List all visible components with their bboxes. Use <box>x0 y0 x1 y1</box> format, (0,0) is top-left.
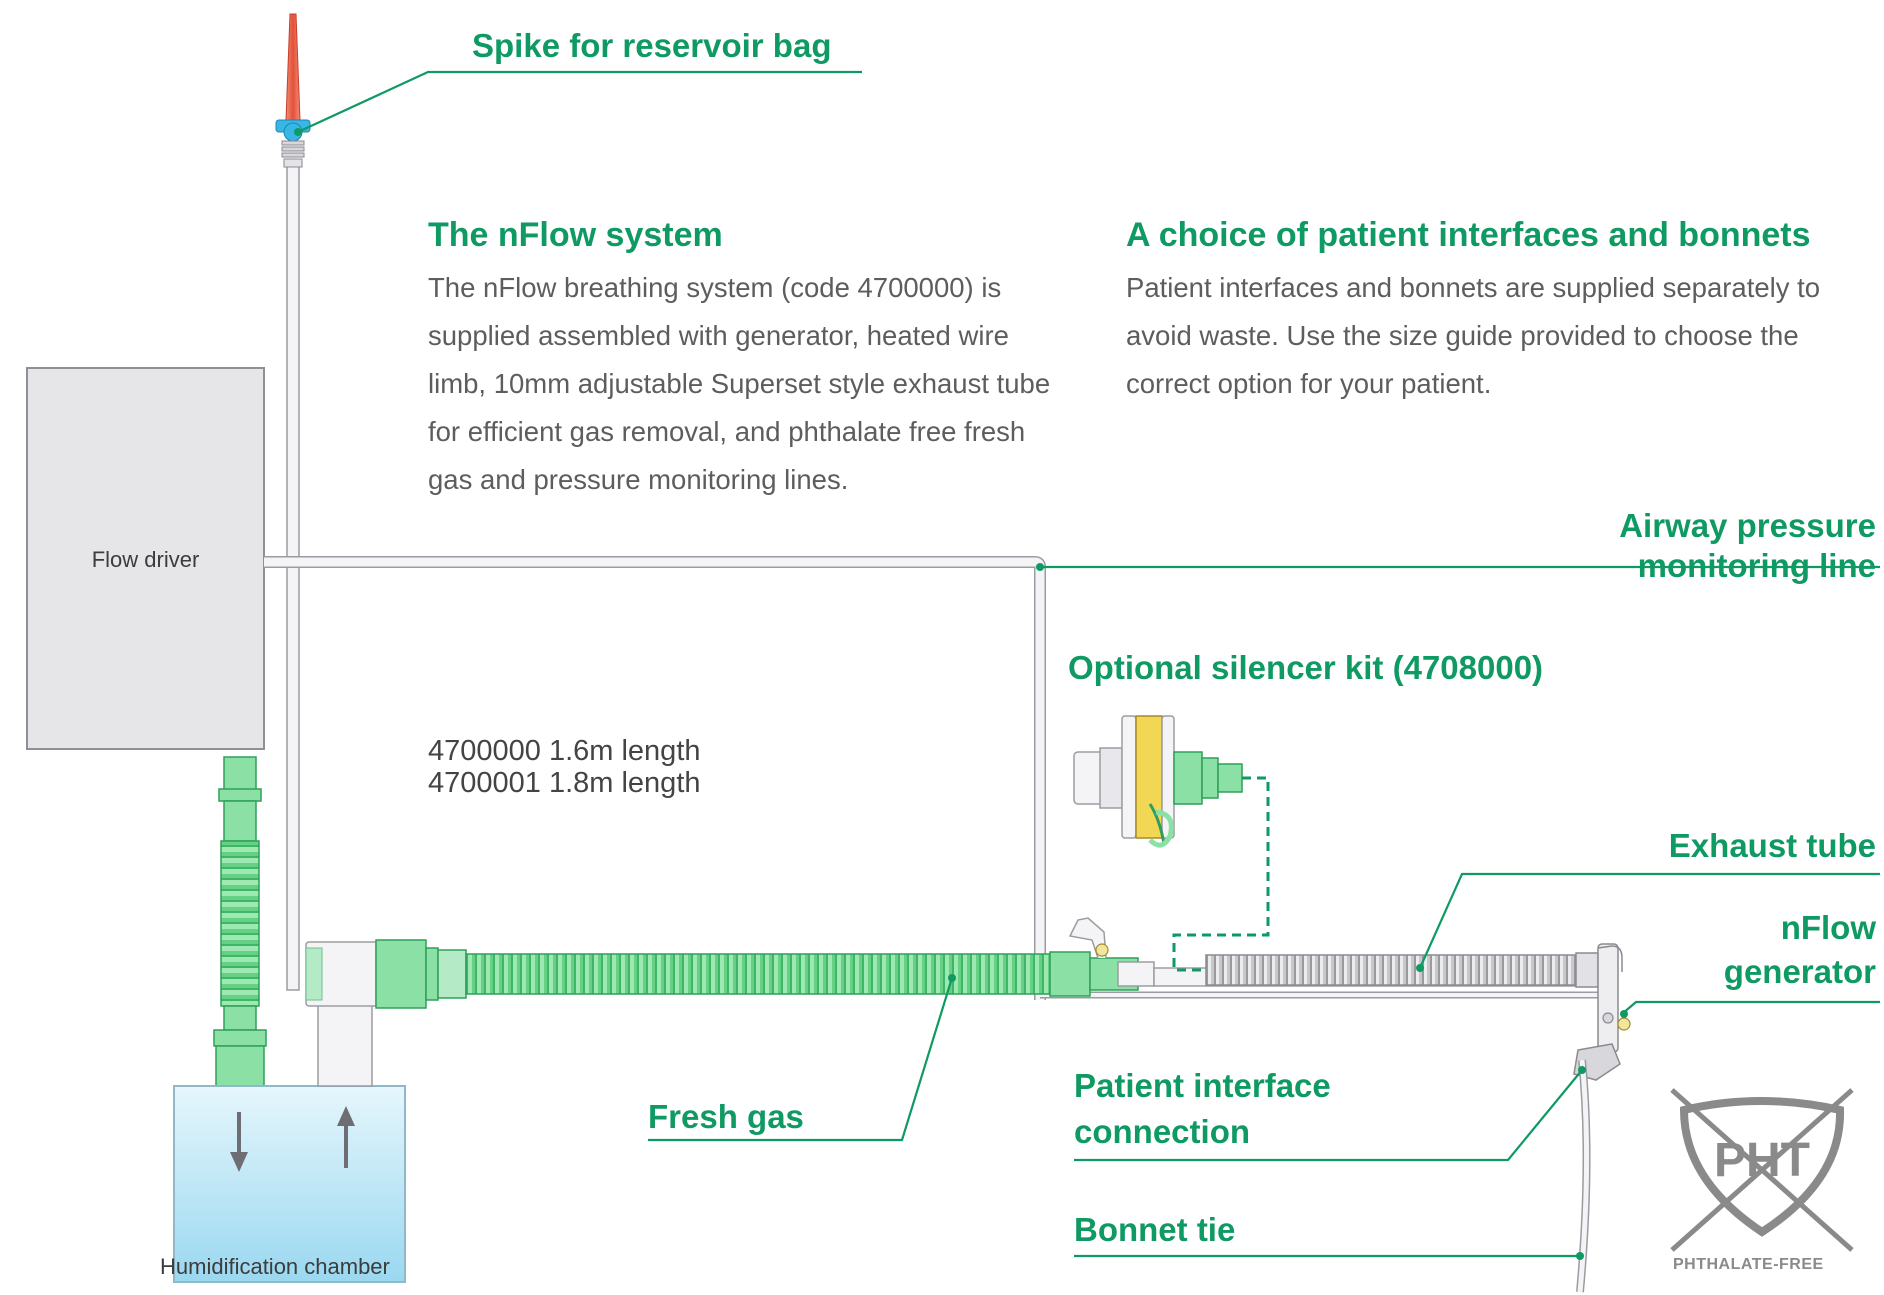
flow-driver-label: Flow driver <box>91 547 200 572</box>
spike-leader <box>297 70 862 133</box>
generator-leader-dot <box>1620 1010 1628 1018</box>
driver-supply-tube <box>213 756 267 1087</box>
length-option-2: 4700001 1.8m length <box>428 767 701 799</box>
length-option-1: 4700000 1.6m length <box>428 735 701 767</box>
exhaust-leader <box>1418 872 1880 969</box>
interfaces-info-body: Patient interfaces and bonnets are suppl… <box>1126 272 1821 399</box>
silencer-dashed-link <box>1172 776 1270 972</box>
chamber-outlet-elbow <box>305 939 439 1087</box>
silencer-kit <box>1073 715 1243 848</box>
humidification-chamber <box>173 1085 406 1283</box>
spike-icon <box>275 13 311 168</box>
fresh-gas-label: Fresh gas <box>648 1098 804 1135</box>
exhaust-tube-label: Exhaust tube <box>1668 827 1876 864</box>
generator-leader <box>1621 1000 1880 1015</box>
fresh-gas-leader-dot <box>948 974 956 982</box>
airway-pressure-label-2: monitoring line <box>1637 547 1876 584</box>
spike-label: Spike for reservoir bag <box>472 27 832 64</box>
phthalate-free-icon: PHT <box>1670 1088 1854 1252</box>
airway-pressure-label-1: Airway pressure <box>1619 507 1876 544</box>
system-info-title: The nFlow system <box>428 216 723 254</box>
humidification-chamber-label: Humidification chamber <box>160 1254 390 1279</box>
interfaces-info-title: A choice of patient interfaces and bonne… <box>1126 216 1811 254</box>
airway-leader-dot <box>1036 563 1044 571</box>
flow-down-arrow-icon <box>230 1112 248 1172</box>
exhaust-tube <box>1205 952 1599 988</box>
spike-leader-dot <box>294 128 302 136</box>
system-info-body: The nFlow breathing system (code 4700000… <box>428 272 1051 495</box>
interface-leader-dot <box>1578 1066 1586 1074</box>
fresh-gas-leader <box>648 977 954 1142</box>
fresh-gas-limb <box>437 949 1091 999</box>
generator-label-1: nFlow <box>1780 909 1876 946</box>
exhaust-leader-dot <box>1416 964 1424 972</box>
silencer-label: Optional silencer kit (4708000) <box>1068 649 1544 686</box>
bonnet-tie-leader-dot <box>1576 1252 1584 1260</box>
leader-lines <box>294 70 1880 1260</box>
reservoir-bag-line <box>286 164 300 991</box>
generator-label-2: generator <box>1723 953 1876 990</box>
bonnet-tie-label: Bonnet tie <box>1074 1211 1236 1248</box>
phthalate-free-caption: PHTHALATE-FREE <box>1673 1256 1824 1273</box>
patient-interface-label-2: connection <box>1074 1113 1251 1150</box>
interface-leader <box>1074 1069 1583 1162</box>
badge-logo-text: PHT <box>1714 1134 1810 1187</box>
bonnet-tie <box>1576 1059 1591 1293</box>
patient-interface-label-1: Patient interface <box>1074 1067 1331 1104</box>
flow-driver <box>26 367 265 750</box>
flow-up-arrow-icon <box>337 1106 355 1168</box>
